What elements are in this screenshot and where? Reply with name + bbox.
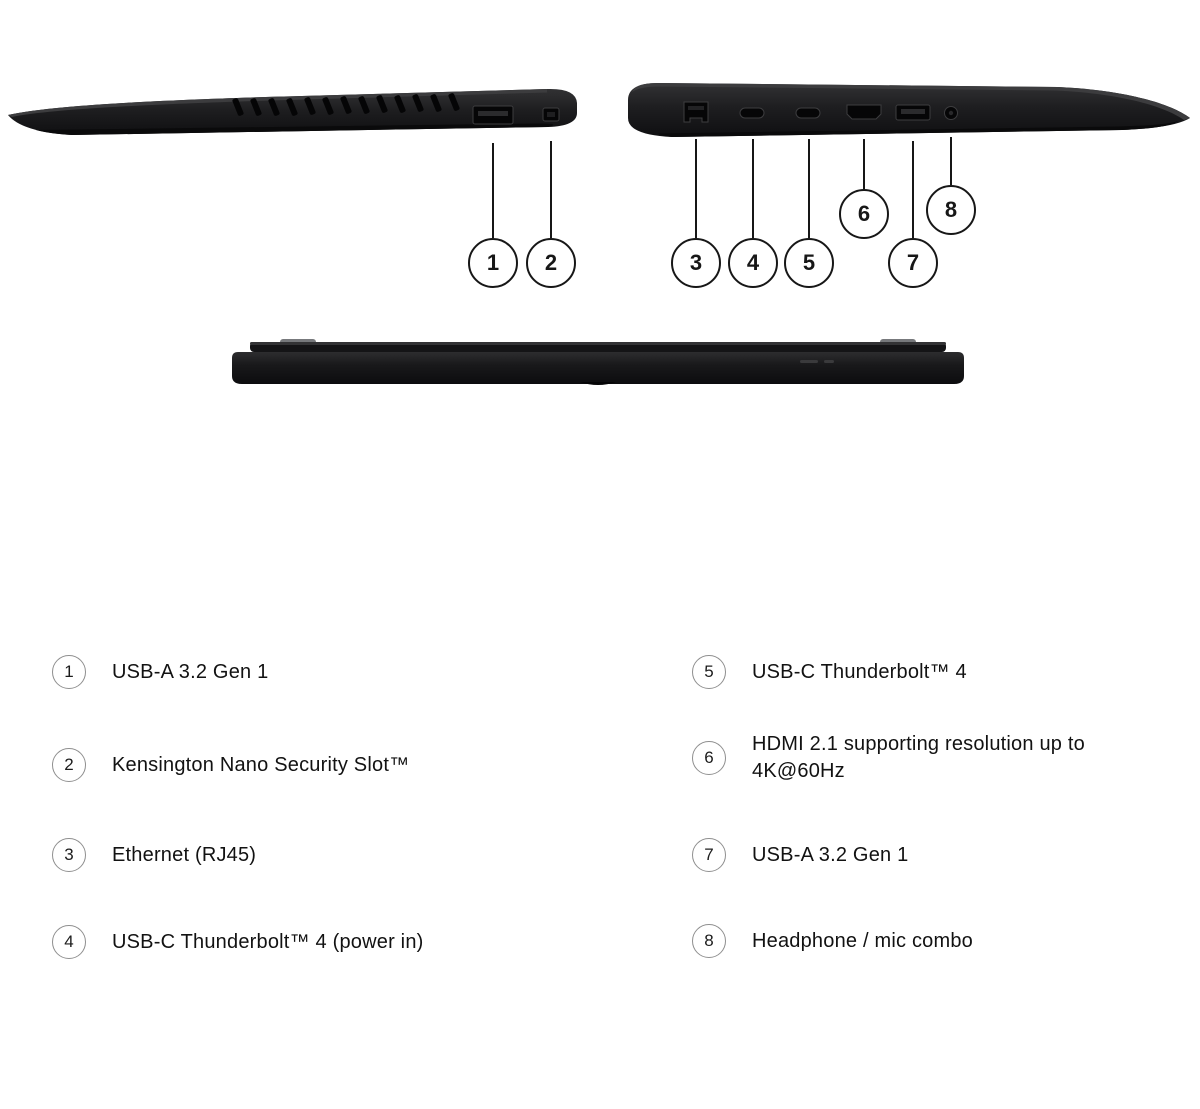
usb-a-port bbox=[472, 105, 514, 125]
laptop-left-side-illustration bbox=[8, 88, 577, 135]
callout-line-6 bbox=[863, 139, 865, 189]
callout-line-4 bbox=[752, 139, 754, 238]
legend-number-badge: 8 bbox=[692, 924, 726, 958]
callout-line-8 bbox=[950, 137, 952, 185]
callout-circle-8: 8 bbox=[926, 185, 976, 235]
legend-item-8: 8 Headphone / mic combo bbox=[692, 924, 973, 958]
legend-number-badge: 5 bbox=[692, 655, 726, 689]
callout-line-2 bbox=[550, 141, 552, 238]
legend-item-2: 2 Kensington Nano Security Slot™ bbox=[52, 748, 409, 782]
laptop-right-side-illustration bbox=[628, 83, 1190, 137]
callout-number: 7 bbox=[906, 250, 920, 275]
hdmi-port bbox=[846, 104, 882, 120]
callout-number: 4 bbox=[746, 250, 760, 275]
legend-item-3: 3 Ethernet (RJ45) bbox=[52, 838, 256, 872]
callout-circle-1: 1 bbox=[468, 238, 518, 288]
callout-number: 8 bbox=[944, 197, 958, 222]
legend-label: Ethernet (RJ45) bbox=[112, 843, 257, 866]
usb-c-port-2 bbox=[795, 107, 821, 119]
legend-item-5: 5 USB-C Thunderbolt™ 4 bbox=[692, 655, 967, 689]
laptop-right-side-view bbox=[618, 76, 1198, 151]
audio-jack bbox=[944, 106, 958, 120]
kensington-slot bbox=[542, 107, 560, 122]
vent-slots bbox=[232, 93, 460, 116]
laptop-front-view bbox=[228, 336, 968, 399]
legend-item-1: 1 USB-A 3.2 Gen 1 bbox=[52, 655, 268, 689]
callout-line-3 bbox=[695, 139, 697, 238]
legend-label: USB-C Thunderbolt™ 4 bbox=[752, 660, 967, 683]
legend-number-badge: 7 bbox=[692, 838, 726, 872]
legend-item-7: 7 USB-A 3.2 Gen 1 bbox=[692, 838, 908, 872]
callout-circle-6: 6 bbox=[839, 189, 889, 239]
laptop-front-illustration bbox=[232, 339, 964, 385]
callout-number: 6 bbox=[857, 201, 871, 226]
usb-c-port-1 bbox=[739, 107, 765, 119]
legend-number: 4 bbox=[64, 932, 74, 951]
callout-number: 5 bbox=[802, 250, 816, 275]
callout-number: 3 bbox=[689, 250, 703, 275]
callout-circle-2: 2 bbox=[526, 238, 576, 288]
legend-number: 6 bbox=[704, 748, 714, 767]
usb-a-port-right bbox=[895, 104, 931, 121]
legend-label: HDMI 2.1 supporting resolution up to 4K@… bbox=[752, 733, 1085, 782]
callout-number: 1 bbox=[486, 250, 500, 275]
legend-number: 7 bbox=[704, 845, 714, 864]
legend-item-4: 4 USB-C Thunderbolt™ 4 (power in) bbox=[52, 925, 424, 959]
legend-number: 2 bbox=[64, 755, 74, 774]
legend-number-badge: 3 bbox=[52, 838, 86, 872]
callout-circle-4: 4 bbox=[728, 238, 778, 288]
legend-number-badge: 1 bbox=[52, 655, 86, 689]
ethernet-port bbox=[683, 101, 709, 123]
legend-number: 8 bbox=[704, 931, 714, 950]
callout-number: 2 bbox=[544, 250, 558, 275]
legend-number: 3 bbox=[64, 845, 74, 864]
legend-label: Headphone / mic combo bbox=[752, 929, 973, 952]
callout-circle-7: 7 bbox=[888, 238, 938, 288]
legend-number-badge: 2 bbox=[52, 748, 86, 782]
callout-line-5 bbox=[808, 139, 810, 238]
legend-label: USB-A 3.2 Gen 1 bbox=[752, 843, 909, 866]
legend-label: Kensington Nano Security Slot™ bbox=[112, 753, 410, 776]
legend-number: 5 bbox=[704, 662, 714, 681]
legend-number-badge: 4 bbox=[52, 925, 86, 959]
callout-line-1 bbox=[492, 143, 494, 238]
legend-label: USB-A 3.2 Gen 1 bbox=[112, 660, 269, 683]
callout-circle-5: 5 bbox=[784, 238, 834, 288]
callout-circle-3: 3 bbox=[671, 238, 721, 288]
legend-number: 1 bbox=[64, 662, 74, 681]
laptop-left-side-view bbox=[2, 78, 582, 153]
legend-number-badge: 6 bbox=[692, 741, 726, 775]
legend-item-6: 6 HDMI 2.1 supporting resolution up to 4… bbox=[692, 731, 1182, 785]
legend-label: USB-C Thunderbolt™ 4 (power in) bbox=[112, 930, 424, 953]
callout-line-7 bbox=[912, 141, 914, 238]
